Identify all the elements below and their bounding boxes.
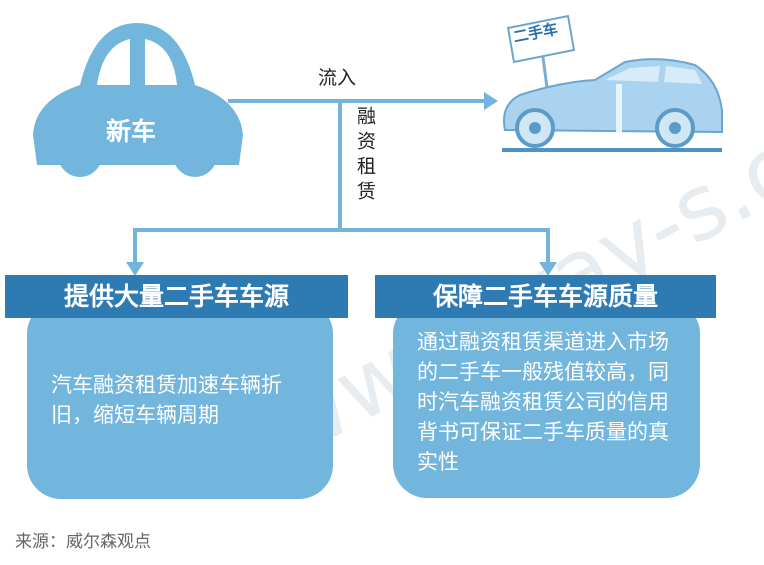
- arrow-down-icon: [539, 262, 557, 276]
- leasing-line: [338, 101, 342, 232]
- new-car-label: 新车: [106, 117, 157, 146]
- source-note: 来源：威尔森观点: [15, 532, 151, 552]
- branch-line: [133, 228, 550, 232]
- left-card: 汽车融资租赁加速车辆折旧，缩短车辆周期: [27, 300, 333, 499]
- right-card-title: 保障二手车车源质量: [375, 275, 716, 318]
- right-card: 通过融资租赁渠道进入市场的二手车一般残值较高，同时汽车融资租赁公司的信用背书可保…: [393, 300, 700, 498]
- inflow-line: [228, 99, 490, 103]
- used-car-icon: [502, 14, 723, 152]
- left-card-body: 汽车融资租赁加速车辆折旧，缩短车辆周期: [51, 373, 282, 427]
- branch-left-line: [133, 228, 137, 264]
- leasing-label: 融资租赁: [354, 106, 376, 206]
- arrow-right-icon: [484, 92, 498, 110]
- left-card-title: 提供大量二手车车源: [5, 275, 348, 318]
- new-car-icon: [33, 23, 243, 177]
- inflow-label: 流入: [318, 67, 357, 89]
- branch-right-line: [546, 228, 550, 264]
- arrow-down-icon: [126, 262, 144, 276]
- right-card-body: 通过融资租赁渠道进入市场的二手车一般残值较高，同时汽车融资租赁公司的信用背书可保…: [417, 330, 669, 474]
